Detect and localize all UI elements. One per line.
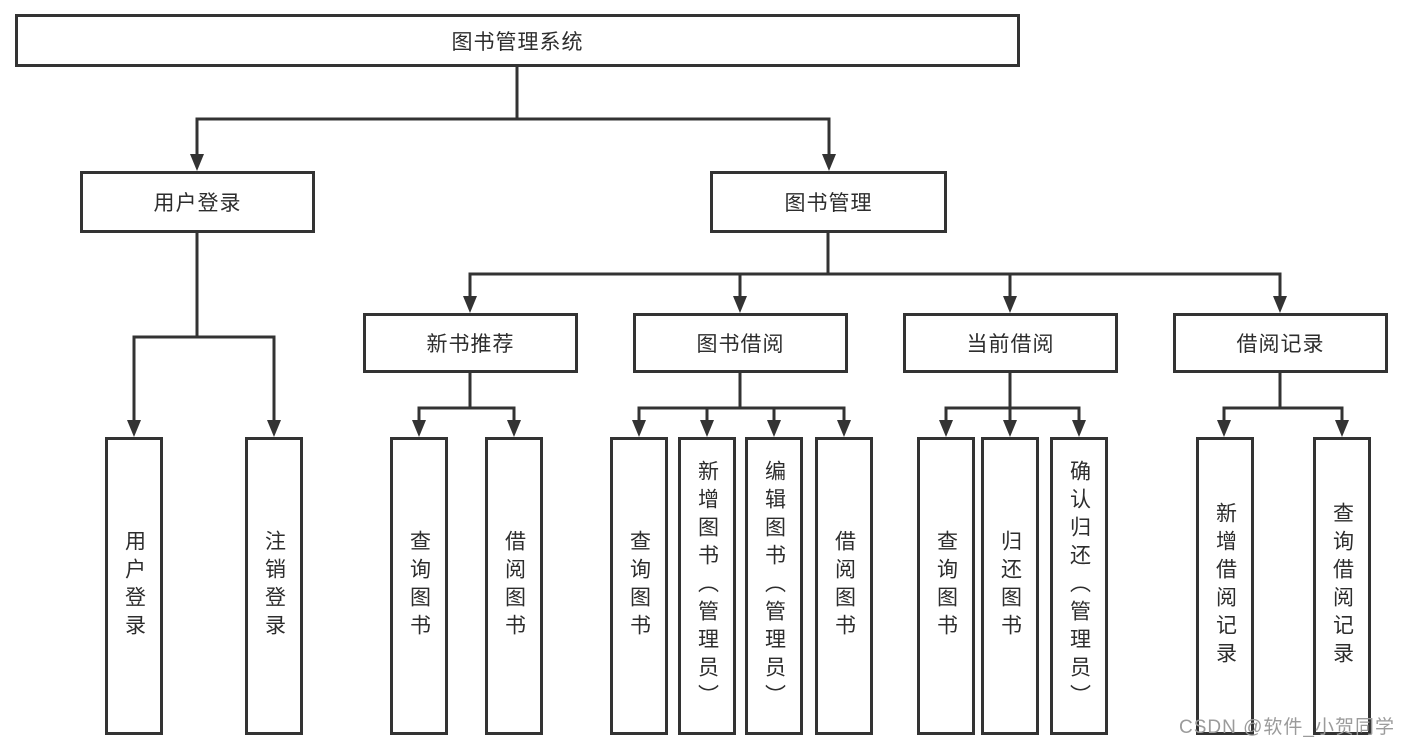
node-label: 借阅图书 [502,530,526,642]
node-label: 确认归还（管理员） [1067,460,1091,712]
node-label: 查询图书 [407,530,431,642]
node-label: 编辑图书（管理员） [762,460,786,712]
node-label: 查询借阅记录 [1330,502,1354,670]
node-new-book-recommendation: 新书推荐 [363,313,578,373]
node-label: 新增借阅记录 [1213,502,1237,670]
node-label: 用户登录 [153,192,242,215]
node-label: 图书管理系统 [451,30,584,54]
node-user-login-leaf: 用户登录 [105,437,163,735]
node-borrowing-records: 借阅记录 [1173,313,1388,373]
node-label: 图书管理 [784,192,873,215]
node-return-books: 归还图书 [981,437,1039,735]
node-library-management-system: 图书管理系统 [15,14,1020,67]
node-add-books-admin: 新增图书（管理员） [678,437,736,735]
node-logout: 注销登录 [245,437,303,735]
node-add-borrow-record: 新增借阅记录 [1196,437,1254,735]
node-edit-books-admin: 编辑图书（管理员） [745,437,803,735]
node-label: 新书推荐 [426,333,515,356]
node-label: 查询图书 [934,530,958,642]
node-borrow-books-leaf: 借阅图书 [815,437,873,735]
node-current-borrowing: 当前借阅 [903,313,1118,373]
node-label: 查询图书 [627,530,651,642]
node-label: 当前借阅 [966,333,1055,356]
node-label: 用户登录 [122,530,146,642]
node-confirm-return-admin: 确认归还（管理员） [1050,437,1108,735]
node-label: 图书借阅 [696,333,785,356]
node-query-borrow-record: 查询借阅记录 [1313,437,1371,735]
csdn-watermark: CSDN @软件_小贺同学 [1179,717,1395,738]
node-query-books-borrow: 查询图书 [610,437,668,735]
node-book-management: 图书管理 [710,171,947,233]
node-label: 借阅图书 [832,530,856,642]
node-label: 借阅记录 [1236,333,1325,356]
node-label: 归还图书 [998,530,1022,642]
node-label: 注销登录 [262,530,286,642]
node-user-login: 用户登录 [80,171,315,233]
node-label: 新增图书（管理员） [695,460,719,712]
node-query-books-current: 查询图书 [917,437,975,735]
node-book-borrowing: 图书借阅 [633,313,848,373]
node-borrow-books-recommend: 借阅图书 [485,437,543,735]
node-query-books-recommend: 查询图书 [390,437,448,735]
